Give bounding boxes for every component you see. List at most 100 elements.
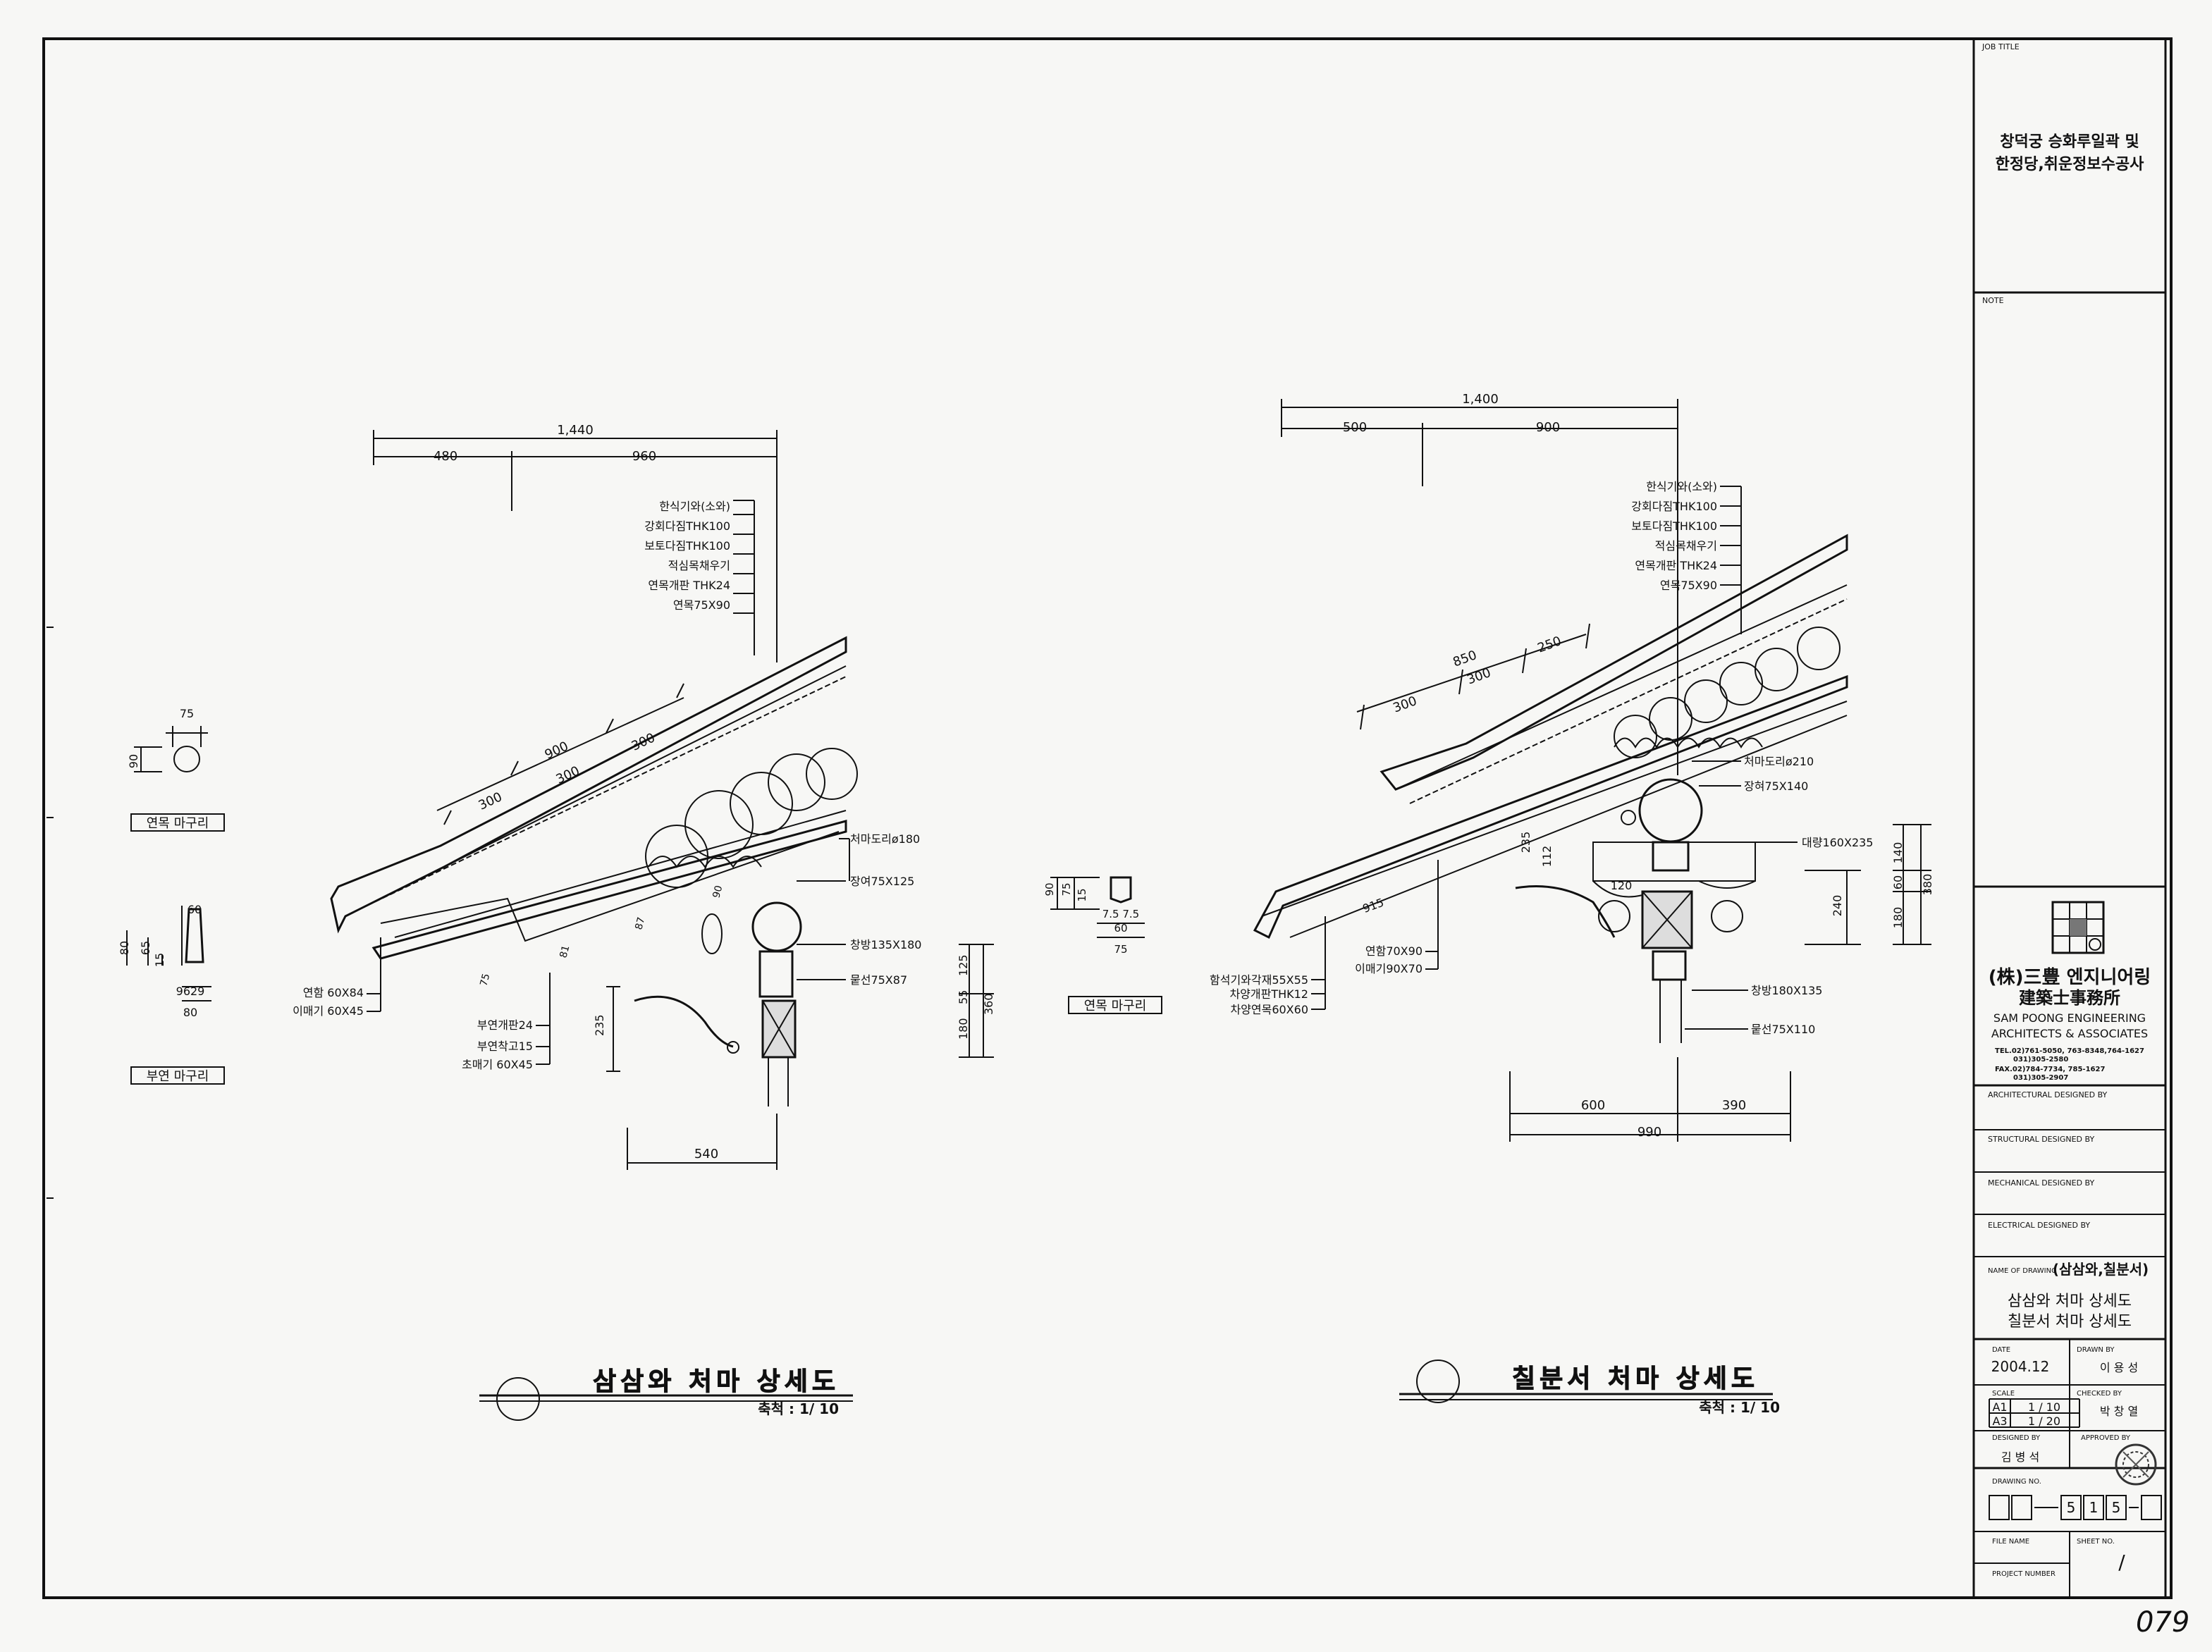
left-callout-bottom-2: 부연착고15 (477, 1040, 533, 1053)
right-drawing-scale: 축척 : 1/ 10 (1699, 1399, 1780, 1416)
drawn-by-label: DRAWN BY (2077, 1346, 2115, 1354)
left-callout-bottom-3: 초매기 60X45 (462, 1058, 533, 1071)
left-dim-total: 1,440 (557, 423, 594, 438)
left-detail2-h3: 15 (153, 953, 166, 967)
left-callout-left-2: 이매기 60X45 (293, 1004, 364, 1018)
left-detail2-label: 부연 마구리 (147, 1069, 209, 1084)
architectural-label: ARCHITECTURAL DESIGNED BY (1988, 1090, 2108, 1099)
right-dim-slope4: 300 (1391, 694, 1418, 715)
scale-label: SCALE (1992, 1390, 2015, 1398)
right-drawing-title: 칠분서 처마 상세도 (1512, 1364, 1759, 1393)
sheet-no-label: SHEET NO. (2077, 1538, 2115, 1546)
left-dim-slope2: 300 (554, 763, 582, 787)
left-dim-slope4: 300 (477, 789, 505, 813)
sheet-border (42, 37, 2173, 1599)
right-dim-v60: 60 (1891, 875, 1905, 889)
right-dim-d112: 112 (1540, 846, 1554, 868)
left-dim-d87: 87 (633, 916, 647, 931)
right-detail1-label-box (1068, 996, 1162, 1014)
left-dim-h4: 360 (982, 993, 995, 1015)
firm-name-cn: 建築士事務所 (2019, 988, 2120, 1008)
right-detail1-h1: 90 (1043, 882, 1056, 896)
firm-tel1: TEL.02)761-5050, 763-8348,764-1627 (1995, 1047, 2144, 1055)
right-callout-top-5: 연목개판 THK24 (1635, 559, 1717, 572)
right-detail1-w3: 75 (1114, 943, 1127, 956)
right-callout-left-3: 함석기와각재55X55 (1210, 973, 1308, 987)
firm-fax2: 031)305-2907 (2013, 1074, 2068, 1082)
right-dim-a: 500 (1343, 420, 1367, 435)
date-label: DATE (1992, 1346, 2010, 1354)
right-dim-bottom-b: 390 (1722, 1098, 1746, 1113)
right-eaves-detail (1050, 399, 1931, 1403)
left-detail2-label-box (130, 1066, 225, 1085)
left-dim-a: 480 (434, 449, 457, 464)
right-dim-b: 900 (1536, 420, 1560, 435)
scale-a1-value: 1 / 10 (2028, 1400, 2060, 1414)
left-detail2-w3: 9629 (176, 985, 205, 998)
right-dim-slope2: 250 (1535, 634, 1563, 655)
firm-name-kr: (株)三豊 엔지니어링 (1989, 967, 2151, 988)
left-callout-bottom-1: 부연개판24 (477, 1018, 533, 1032)
firm-name-en2: ARCHITECTS & ASSOCIATES (1991, 1027, 2148, 1040)
fold-marks (47, 627, 54, 1199)
left-callout-top-1: 한식기와(소와) (659, 500, 730, 513)
right-callout-left-4: 차양개판THK12 (1229, 987, 1308, 1001)
firm-tel2: 031)305-2580 (2013, 1056, 2068, 1064)
right-dim-d120: 120 (1611, 879, 1633, 892)
left-detail2-w1: 60 (188, 903, 202, 916)
right-dim-d235: 235 (1519, 832, 1532, 853)
left-dim-slope3: 300 (629, 730, 658, 754)
designed-by-value: 김 병 석 (2001, 1450, 2039, 1464)
checked-by-label: CHECKED BY (2077, 1390, 2122, 1398)
left-dim-d90: 90 (711, 884, 725, 899)
left-dim-h5: 235 (593, 1014, 606, 1036)
name-of-drawing-label: NAME OF DRAWING (1988, 1267, 2057, 1275)
drawing-no-label: DRAWING NO. (1992, 1478, 2041, 1486)
right-dim-bottom-a: 600 (1581, 1098, 1605, 1113)
drawing-name-line1: 삼삼와 처마 상세도 (2008, 1293, 2132, 1310)
left-detail2-h1: 80 (118, 941, 131, 955)
name-of-drawing-tag: (삼삼와,칠분서) (2053, 1261, 2149, 1278)
drawing-no-box-3: 5 (2067, 1499, 2076, 1516)
right-detail1-h3: 15 (1076, 888, 1088, 901)
job-title-line1: 창덕궁 승화루일곽 및 (2000, 133, 2139, 151)
right-dim-slope1: 850 (1451, 648, 1478, 670)
right-dim-v240: 240 (1831, 895, 1844, 917)
approval-stamp-icon (2115, 1443, 2157, 1486)
project-number-label: PROJECT NUMBER (1992, 1570, 2056, 1578)
sheet-no-value: / (2118, 1551, 2125, 1574)
note-label: NOTE (1982, 296, 2004, 305)
left-callout-right-1: 처마도리ø180 (850, 832, 920, 846)
structural-label: STRUCTURAL DESIGNED BY (1988, 1135, 2094, 1144)
left-detail1-w: 75 (180, 707, 194, 720)
left-callout-right-2: 장여75X125 (850, 875, 914, 888)
right-callout-top-2: 강회다짐THK100 (1631, 500, 1717, 513)
right-callout-top-6: 연목75X90 (1660, 579, 1717, 592)
electrical-label: ELECTRICAL DESIGNED BY (1988, 1221, 2090, 1230)
right-callout-top-3: 보토다짐THK100 (1631, 519, 1717, 533)
date-value: 2004.12 (1991, 1358, 2050, 1375)
right-dim-v380: 380 (1921, 874, 1934, 896)
page-mark: 079 (2136, 1606, 2189, 1639)
left-callout-top-3: 보토다짐THK100 (644, 539, 730, 553)
right-callout-right-4: 창방180X135 (1751, 984, 1822, 997)
drawing-no-box-4: 1 (2089, 1499, 2099, 1516)
left-dim-d81: 81 (558, 944, 572, 959)
title-block (1972, 39, 2167, 1598)
right-callout-left-1: 연함70X90 (1365, 944, 1423, 958)
right-dim-v180: 180 (1891, 907, 1905, 929)
left-detail1-label: 연목 마구리 (147, 816, 209, 831)
right-callout-top-1: 한식기와(소와) (1646, 480, 1717, 493)
right-callout-left-5: 차양연목60X60 (1230, 1003, 1308, 1016)
left-detail1-label-box (130, 813, 225, 832)
designed-by-label: DESIGNED BY (1992, 1434, 2041, 1442)
scale-a3-value: 1 / 20 (2028, 1414, 2060, 1428)
left-callout-top-5: 연목개판 THK24 (648, 579, 730, 592)
left-dim-slope1: 900 (543, 739, 571, 763)
left-eaves-detail (126, 430, 994, 1421)
right-dim-total: 1,400 (1462, 392, 1499, 407)
drawing-number-boxes (1989, 1495, 2162, 1520)
left-dim-bottom: 540 (694, 1147, 718, 1161)
job-title-label: JOB TITLE (1981, 42, 2020, 51)
